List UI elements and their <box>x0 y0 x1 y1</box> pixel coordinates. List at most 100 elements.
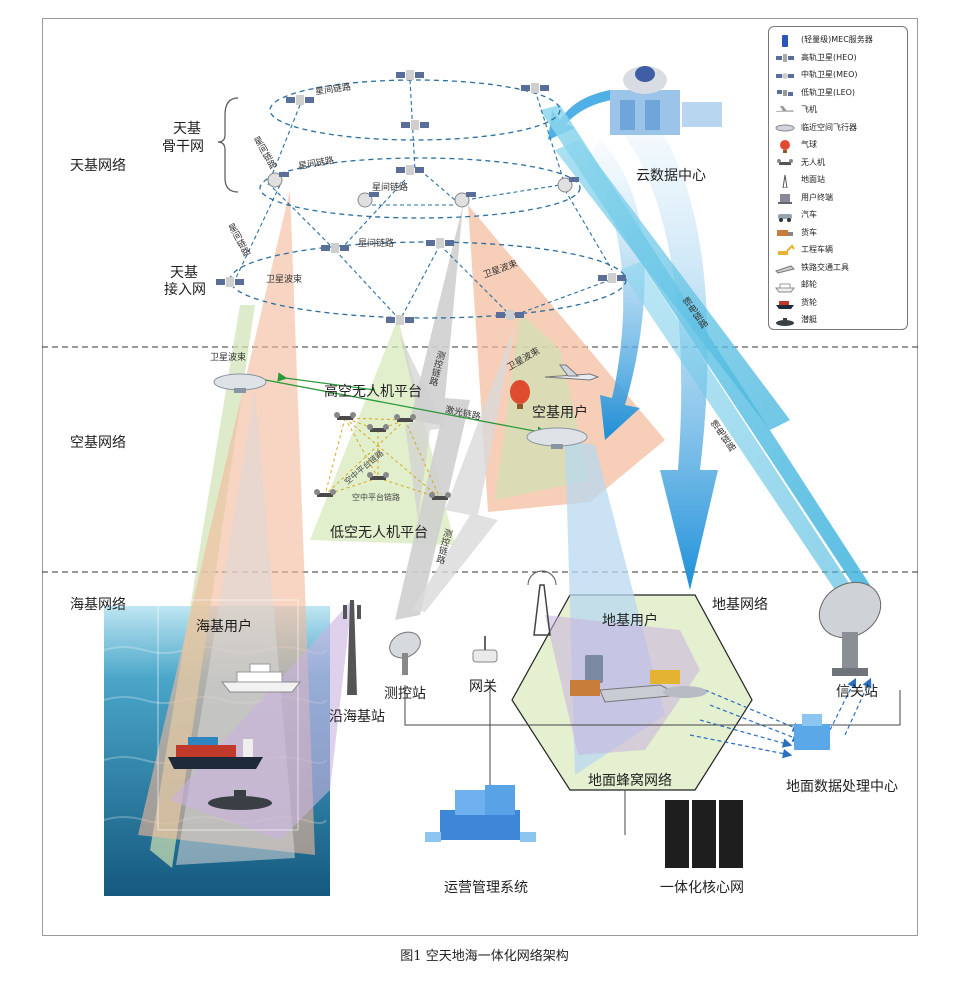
legend-item: 用户终端 <box>775 189 903 207</box>
legend-item: 临近空间飞行器 <box>775 119 903 137</box>
legend-item: 货车 <box>775 224 903 242</box>
sea-user-zone <box>157 599 299 831</box>
geo-satellite-icon <box>286 95 314 105</box>
figure-frame <box>42 18 918 936</box>
legend-item: 中轨卫星(MEO) <box>775 66 903 84</box>
drone-icon <box>334 412 356 420</box>
cloud-arrow-main <box>620 110 718 590</box>
meo-satellite-icon <box>775 68 795 82</box>
ops-system-label: 运营管理系统 <box>444 880 528 896</box>
legend-item: 货轮 <box>775 294 903 312</box>
hap-airship-icon <box>213 373 267 393</box>
cruise-ship-icon <box>220 663 302 693</box>
train-icon <box>775 260 795 274</box>
lap-label: 低空无人机平台 <box>330 525 428 541</box>
feeder-link-3 <box>620 262 860 605</box>
legend-label: 铁路交通工具 <box>801 262 849 272</box>
cellular-label: 地面蜂窝网络 <box>588 773 672 789</box>
legend-label: 高轨卫星(HEO) <box>801 52 857 62</box>
intersat-label: 星间链路 <box>372 183 409 193</box>
legend-label: 低轨卫星(LEO) <box>801 87 856 97</box>
dpc-links <box>689 677 872 759</box>
truck-icon <box>570 680 600 696</box>
legend-label: 货车 <box>801 227 817 237</box>
geo-satellite-icon <box>521 83 549 93</box>
ground-bs-icon <box>527 570 557 636</box>
legend: (轻量级)MEC服务器高轨卫星(HEO) 中轨卫星(MEO) 低轨卫星(LEO) 飞机… <box>768 26 908 330</box>
legend-item: 地面站 <box>775 171 903 189</box>
ground-user-label: 地基用户 <box>602 613 658 629</box>
backbone-brace <box>217 97 239 193</box>
figure-caption: 图1 空天地海一体化网络架构 <box>400 949 569 964</box>
drone-icon <box>367 424 389 432</box>
mec-server-icon <box>775 33 795 47</box>
air-user-label: 空基用户 <box>532 405 588 421</box>
sat-beam-label: 卫星波束 <box>266 275 303 285</box>
intersat-label: 星间链路 <box>358 239 395 249</box>
air-user-airship-icon <box>526 427 588 449</box>
air-link-label: 空中平台链路 <box>352 493 400 502</box>
satellites <box>216 70 626 325</box>
legend-label: 用户终端 <box>801 192 833 202</box>
legend-label: 无人机 <box>801 157 825 167</box>
ground-vehicles <box>570 655 707 703</box>
legend-item: 飞机 <box>775 101 903 119</box>
gateway-station-dish-icon <box>818 581 882 676</box>
purple-beam-sea <box>170 600 352 840</box>
legend-item: 潜艇 <box>775 311 903 329</box>
car-icon <box>775 208 795 222</box>
airplane-icon <box>775 103 795 117</box>
leo-satellite-icon <box>216 277 244 287</box>
near-space-vehicle-icon <box>775 120 795 134</box>
leo-satellite-icon <box>598 273 626 283</box>
gateway-label: 网关 <box>469 679 497 695</box>
ground-wires <box>404 680 901 835</box>
leo-satellite-icon <box>426 238 454 248</box>
ground-layer-title: 地基网络 <box>712 597 768 613</box>
tt-station-label: 测控站 <box>384 686 426 702</box>
excavator-icon <box>775 243 795 257</box>
submarine-icon <box>208 790 272 810</box>
gateway-icon <box>472 636 498 663</box>
core-net-label: 一体化核心网 <box>660 880 744 896</box>
purple-beam-ground <box>545 615 700 755</box>
meo-satellite-icon <box>454 192 476 208</box>
drone-icon <box>775 155 795 169</box>
cruise-ship-icon <box>775 278 795 293</box>
legend-item: 气球 <box>775 136 903 154</box>
hap-to-air-link <box>277 372 376 391</box>
meo-satellite-icon <box>557 177 579 193</box>
hap-label: 高空无人机平台 <box>324 384 422 400</box>
feeder-link-2 <box>555 140 790 430</box>
coastal-bs-label: 沿海基站 <box>329 709 385 725</box>
legend-item: 高轨卫星(HEO) <box>775 49 903 67</box>
cargo-ship-icon <box>168 737 263 769</box>
balloon-icon <box>510 380 530 409</box>
legend-item: 铁路交通工具 <box>775 259 903 277</box>
legend-label: 地面站 <box>801 175 825 185</box>
legend-item: (轻量级)MEC服务器 <box>775 31 903 49</box>
backbone-label-1: 天基 <box>173 121 201 137</box>
legend-label: 工程车辆 <box>801 245 833 255</box>
legend-label: 邮轮 <box>801 280 817 290</box>
drones <box>314 412 451 500</box>
core-net-icon <box>665 800 743 868</box>
legend-label: 临近空间飞行器 <box>801 122 857 132</box>
user-terminal-icon <box>775 190 795 205</box>
cloud-dc-label: 云数据中心 <box>636 168 706 184</box>
drone-icon <box>394 414 416 422</box>
legend-label: 飞机 <box>801 105 817 115</box>
legend-item: 低轨卫星(LEO) <box>775 84 903 102</box>
legend-label: 潜艇 <box>801 315 817 325</box>
coastal-tower-icon <box>343 600 361 695</box>
leo-satellite-icon <box>775 85 795 99</box>
user-terminal-icon <box>585 655 603 683</box>
truck-icon <box>775 225 795 239</box>
car-icon <box>663 686 707 698</box>
excavator-icon <box>650 670 680 684</box>
tt-link-bolt-3 <box>400 335 445 520</box>
geo-satellite-icon <box>775 50 795 64</box>
legend-item: 无人机 <box>775 154 903 172</box>
sat-beam-label: 卫星波束 <box>210 353 247 363</box>
